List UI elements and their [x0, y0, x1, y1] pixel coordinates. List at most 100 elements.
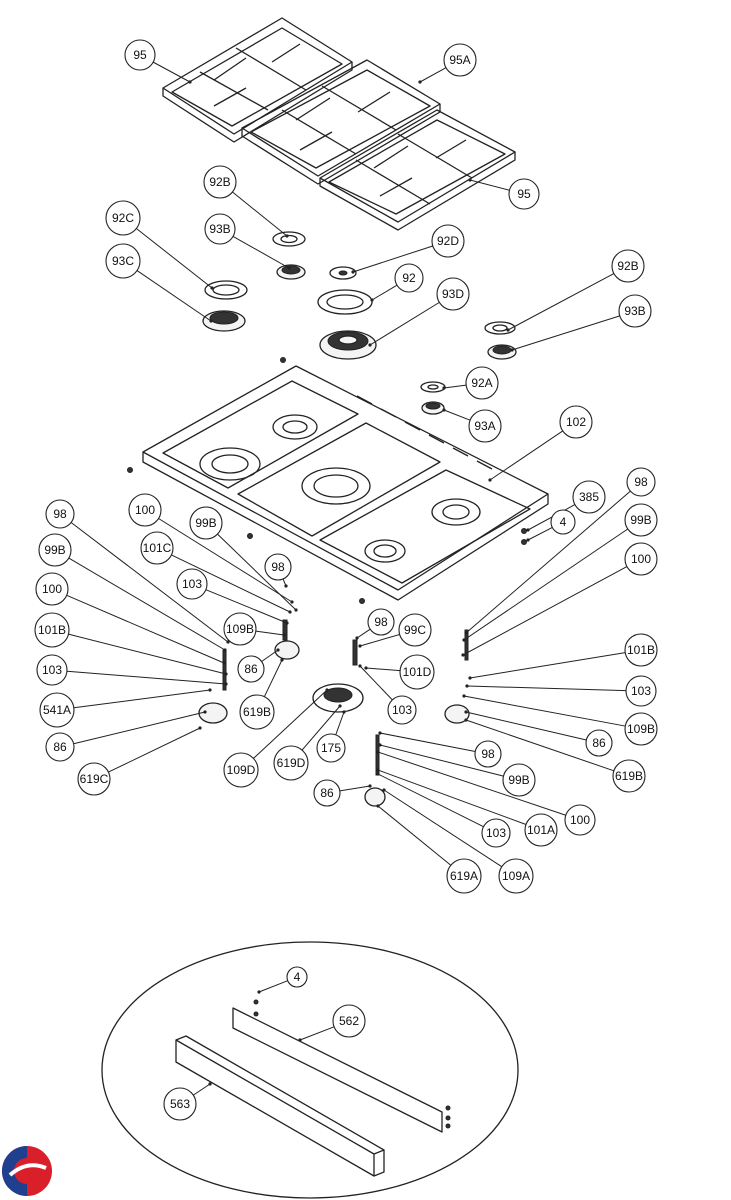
callout-98: 98	[355, 608, 395, 640]
callout-label: 98	[374, 615, 388, 629]
callout-label: 563	[170, 1097, 190, 1111]
gas-valve-619d	[312, 639, 364, 713]
callout-label: 619B	[243, 705, 271, 719]
leader-line	[383, 789, 503, 868]
leader-tip	[510, 348, 514, 352]
callout-label: 619C	[80, 772, 109, 786]
callout-95: 95	[124, 39, 192, 84]
callout-label: 95	[133, 48, 147, 62]
callout-100: 100	[128, 493, 294, 604]
side-trim-563	[175, 1035, 385, 1177]
callout-103: 103	[176, 568, 289, 625]
gas-valve-619b-left	[274, 619, 300, 660]
callout-circle	[77, 762, 111, 796]
side-trim-562	[232, 999, 451, 1133]
callout-label: 175	[321, 741, 341, 755]
callout-label: 92D	[437, 234, 459, 248]
callout-label: 109D	[227, 763, 256, 777]
leader-line	[465, 719, 615, 772]
callout-circle	[611, 249, 645, 283]
leader-line	[377, 751, 566, 816]
callout-98: 98	[378, 731, 502, 768]
burner-cap-92c	[204, 280, 248, 300]
leader-line	[217, 533, 297, 611]
callout-label: 109B	[627, 722, 655, 736]
callout-86: 86	[464, 710, 613, 757]
callout-label: 93B	[624, 304, 645, 318]
callout-103: 103	[36, 654, 228, 686]
callout-circle	[105, 243, 141, 279]
callout-100: 100	[461, 542, 658, 657]
callout-93b: 93B	[204, 213, 291, 270]
callout-circle	[36, 654, 68, 686]
brand-logo	[2, 1146, 52, 1196]
leader-line	[73, 711, 206, 745]
callout-circle	[626, 467, 656, 497]
leader-tip	[382, 788, 386, 792]
callout-circle	[239, 694, 275, 730]
callout-label: 541A	[43, 703, 71, 717]
callout-label: 99C	[404, 623, 426, 637]
leader-line	[377, 769, 527, 825]
leader-line	[352, 245, 433, 273]
leader-tip	[209, 319, 213, 323]
callout-86: 86	[313, 779, 372, 807]
leader-line	[205, 589, 288, 624]
burner-head-93c	[202, 310, 246, 332]
leader-line	[365, 667, 401, 672]
callout-92d: 92D	[351, 224, 465, 274]
leader-line	[70, 522, 229, 643]
leader-tip	[342, 710, 346, 714]
callout-circle	[128, 493, 162, 527]
callout-98: 98	[45, 499, 230, 644]
callout-circle	[502, 763, 536, 797]
callout-circle	[443, 43, 477, 77]
leader-tip	[468, 178, 472, 182]
leader-tip	[276, 648, 280, 652]
callout-circle	[559, 405, 593, 439]
callout-101a: 101A	[376, 768, 558, 847]
leader-line	[356, 628, 371, 639]
callout-99b: 99B	[189, 506, 298, 612]
callout-circle	[223, 752, 259, 788]
leader-line	[507, 273, 615, 331]
callout-circle	[465, 366, 499, 400]
leader-tip	[442, 408, 446, 412]
callout-4: 4	[257, 966, 308, 994]
callout-circle	[45, 732, 75, 762]
callout-circle	[398, 613, 432, 647]
callout-label: 99B	[630, 513, 651, 527]
callout-circle	[431, 224, 465, 258]
callout-label: 109A	[502, 869, 530, 883]
callout-86: 86	[45, 710, 207, 762]
leader-tip	[351, 270, 355, 274]
leader-tip	[285, 621, 289, 625]
callout-label: 103	[392, 703, 412, 717]
callout-label: 92	[402, 271, 416, 285]
leader-line	[335, 711, 345, 736]
leader-tip	[355, 636, 359, 640]
leader-tip	[465, 684, 469, 688]
callout-101b: 101B	[34, 612, 228, 676]
callout-100: 100	[376, 750, 596, 836]
leader-tip	[370, 298, 374, 302]
leader-line	[66, 670, 227, 685]
callout-circle	[264, 553, 292, 581]
detail-view-ellipse	[101, 941, 519, 1199]
callout-circle	[436, 277, 470, 311]
callout-label: 93A	[474, 419, 495, 433]
leader-tip	[464, 631, 468, 635]
leader-tip	[418, 80, 422, 84]
callout-label: 92B	[209, 175, 230, 189]
leader-tip	[376, 772, 380, 776]
callout-99c: 99C	[358, 613, 432, 648]
leader-tip	[526, 538, 530, 542]
callout-99b: 99B	[38, 533, 227, 652]
burner-head-93d	[319, 330, 377, 360]
callout-label: 4	[294, 970, 301, 984]
callout-619b: 619B	[464, 718, 646, 793]
burner-cap-92b-right	[484, 321, 516, 335]
callout-circle	[38, 533, 72, 567]
callout-label: 103	[486, 826, 506, 840]
callout-label: 100	[42, 582, 62, 596]
